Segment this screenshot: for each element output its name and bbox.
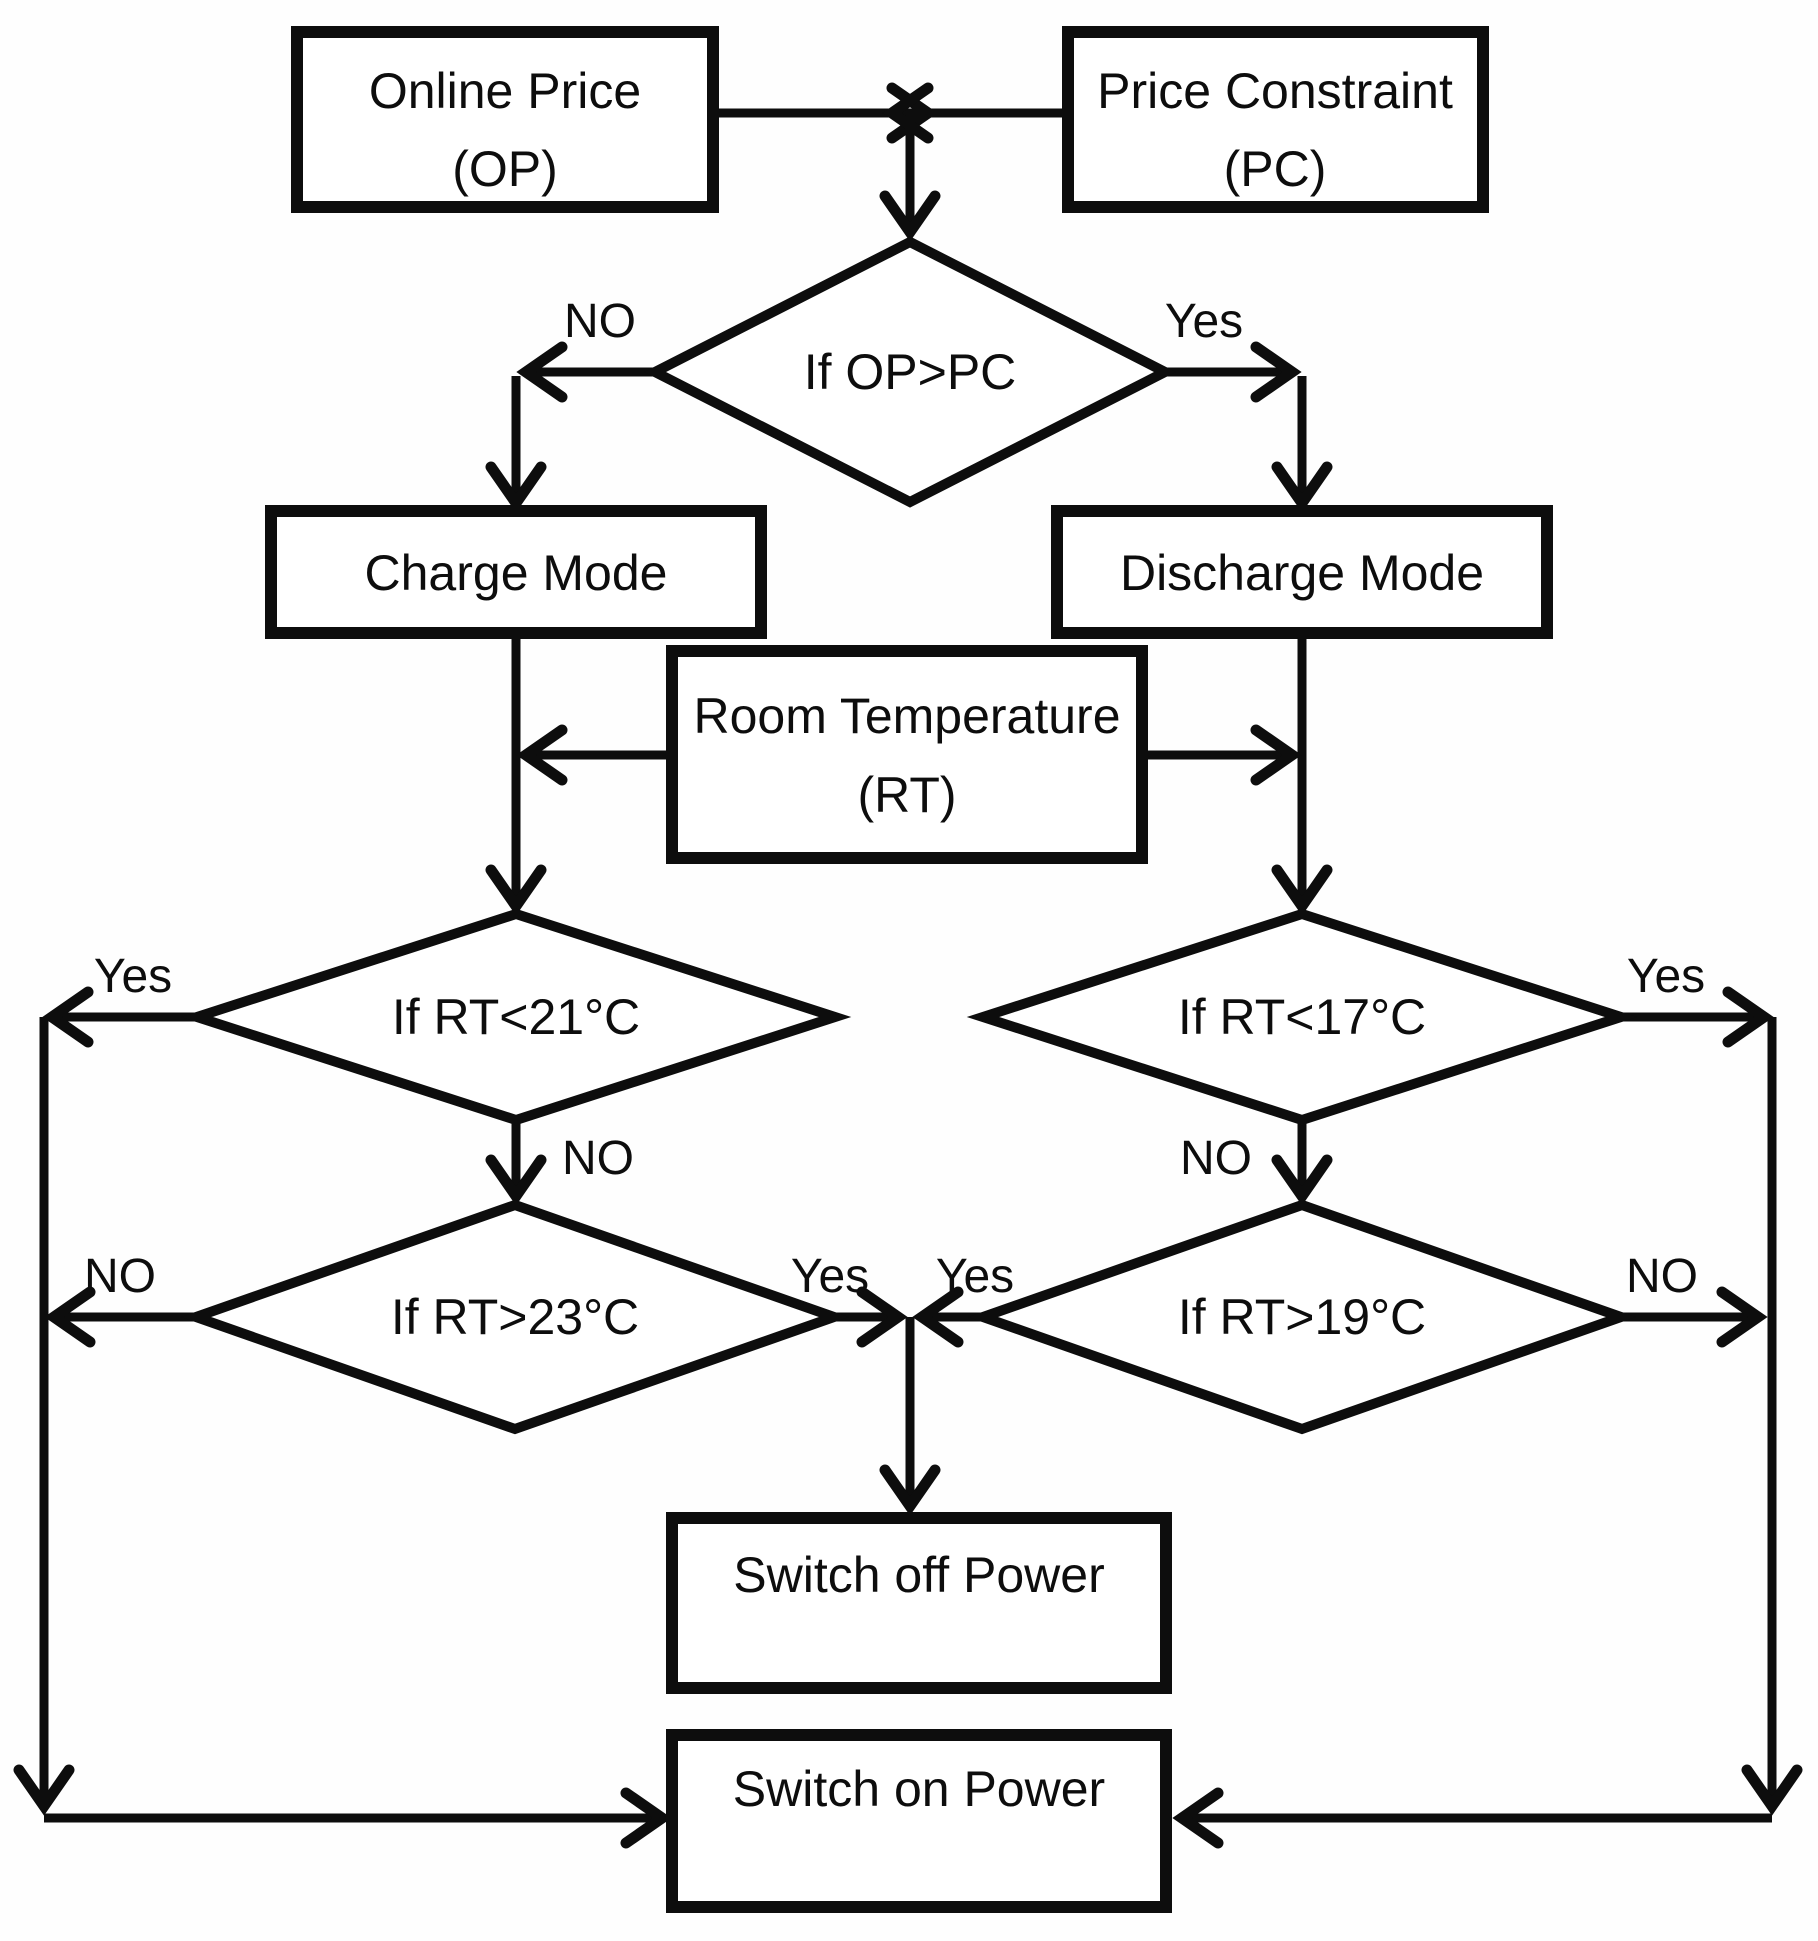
label-rt21-no: NO: [562, 1132, 634, 1185]
online-price-label-line2: (OP): [452, 141, 558, 197]
decision-rt-gt23-diamond: [180, 1199, 850, 1435]
switch-off-power-box: [666, 1512, 1172, 1694]
label-rt19-no: NO: [1626, 1250, 1698, 1303]
decision-rt-gt23-label: If RT>23°C: [391, 1289, 639, 1345]
label-rt19-yes: Yes: [936, 1250, 1014, 1303]
price-constraint-box: [1062, 26, 1489, 213]
label-rt23-no: NO: [84, 1250, 156, 1303]
discharge-mode-box: [1051, 505, 1553, 639]
switch-on-power-box: [666, 1729, 1172, 1913]
decision-rt-gt19-diamond: [967, 1199, 1637, 1435]
charge-mode-label: Charge Mode: [365, 545, 668, 601]
decision-rt-lt17-label: If RT<17°C: [1178, 989, 1426, 1045]
decision-rt-gt19-label: If RT>19°C: [1178, 1289, 1426, 1345]
label-op-pc-yes: Yes: [1165, 295, 1243, 348]
label-rt21-yes: Yes: [94, 950, 172, 1003]
switch-off-power-label: Switch off Power: [733, 1547, 1104, 1603]
room-temperature-box: [666, 645, 1148, 864]
decision-rt-lt17-diamond: [966, 908, 1638, 1126]
decision-rt-lt21-diamond: [180, 908, 852, 1126]
online-price-box: [291, 26, 719, 213]
charge-mode-box: [265, 505, 767, 639]
branch-labels: NO Yes Yes Yes NO NO NO Yes Yes NO: [84, 295, 1705, 1303]
label-rt17-no: NO: [1180, 1132, 1252, 1185]
price-constraint-label-line2: (PC): [1224, 141, 1327, 197]
discharge-mode-label: Discharge Mode: [1120, 545, 1484, 601]
label-rt23-yes: Yes: [791, 1250, 869, 1303]
edges: [13, 82, 1803, 1849]
decision-op-pc-diamond: [643, 236, 1177, 508]
nodes: Online Price (OP) Price Constraint (PC) …: [180, 26, 1638, 1913]
label-rt17-yes: Yes: [1627, 950, 1705, 1003]
label-op-pc-no: NO: [564, 295, 636, 348]
online-price-label-line1: Online Price: [369, 63, 641, 119]
room-temperature-label-line2: (RT): [857, 767, 956, 823]
room-temperature-label-line1: Room Temperature: [693, 688, 1120, 744]
decision-op-pc-label: If OP>PC: [804, 344, 1017, 400]
decision-rt-lt21-label: If RT<21°C: [392, 989, 640, 1045]
price-constraint-label-line1: Price Constraint: [1097, 63, 1453, 119]
switch-on-power-label: Switch on Power: [733, 1761, 1105, 1817]
